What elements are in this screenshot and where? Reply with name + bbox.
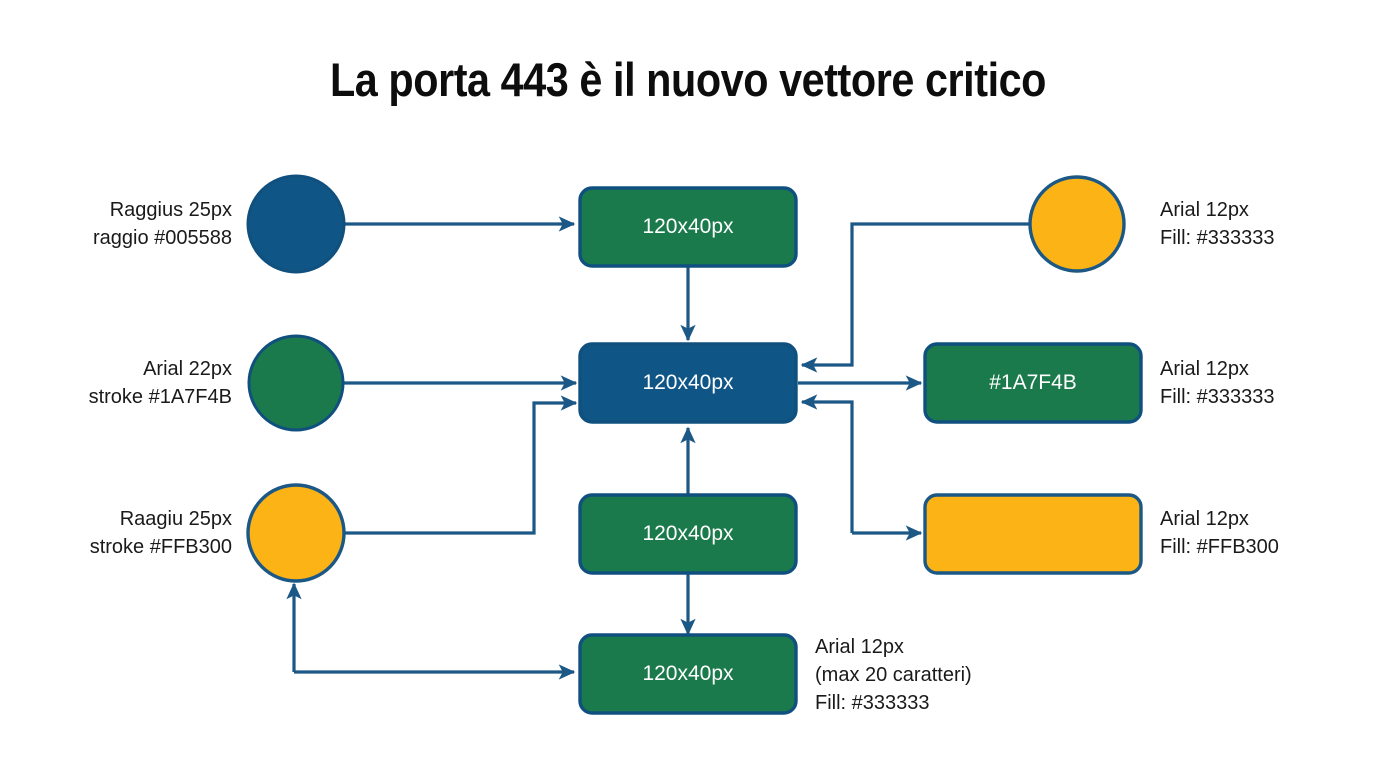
annotation-left-bottom: Raagiu 25px stroke #FFB300: [0, 505, 232, 561]
annotation-left-middle: Arial 22px stroke #1A7F4B: [0, 355, 232, 411]
page-title: La porta 443 è il nuovo vettore critico: [329, 53, 1047, 106]
connector-ambercircle-top-to-hub: [800, 222, 1032, 373]
annotation-left-middle-line1: Arial 22px: [143, 358, 232, 380]
annotation-bottom-center: Arial 12px (max 20 caratteri) Fill: #333…: [815, 633, 972, 717]
green-box-middle[interactable]: [578, 493, 798, 575]
annotation-right-top-line2: Fill: #333333: [1160, 227, 1275, 249]
connector-layer: [286, 216, 1032, 680]
green-circle[interactable]: [247, 334, 345, 432]
annotation-bottom-center-line2: (max 20 caratteri): [815, 664, 972, 686]
annotation-right-middle-line1: Arial 12px: [1160, 358, 1249, 380]
amber-box-right[interactable]: [923, 493, 1143, 575]
annotation-right-bottom-line1: Arial 12px: [1160, 508, 1249, 530]
amber-circle[interactable]: [246, 483, 346, 583]
shape-layer: [246, 174, 1143, 715]
annotation-right-top-line1: Arial 12px: [1160, 199, 1249, 221]
connector-ambercircle-to-hub: [343, 395, 578, 535]
annotation-right-bottom-line2: Fill: #FFB300: [1160, 536, 1279, 558]
annotation-left-middle-line2: stroke #1A7F4B: [88, 386, 232, 408]
annotation-left-bottom-line2: stroke #FFB300: [89, 536, 232, 558]
annotation-right-middle: Arial 12px Fill: #333333: [1160, 355, 1275, 411]
annotation-left-top-line2: raggio #005588: [92, 227, 232, 249]
blue-circle[interactable]: [246, 174, 346, 274]
annotation-right-middle-line2: Fill: #333333: [1160, 386, 1275, 408]
green-box-right[interactable]: [923, 342, 1143, 424]
annotation-left-bottom-line1: Raagiu 25px: [119, 508, 232, 530]
annotation-bottom-center-line1: Arial 12px: [815, 636, 904, 658]
annotation-right-bottom: Arial 12px Fill: #FFB300: [1160, 505, 1279, 561]
amber-circle[interactable]: [1028, 175, 1126, 273]
green-box-bottom[interactable]: [578, 633, 798, 715]
green-box-top[interactable]: [578, 186, 798, 268]
annotation-left-top: Raggius 25px raggio #005588: [0, 196, 232, 252]
annotation-right-top: Arial 12px Fill: #333333: [1160, 196, 1275, 252]
blue-hub-box[interactable]: [578, 342, 798, 424]
connector-branch-to-hub: [800, 394, 854, 533]
annotation-left-top-line1: Raggius 25px: [109, 199, 232, 221]
annotation-bottom-center-line3: Fill: #333333: [815, 692, 930, 714]
